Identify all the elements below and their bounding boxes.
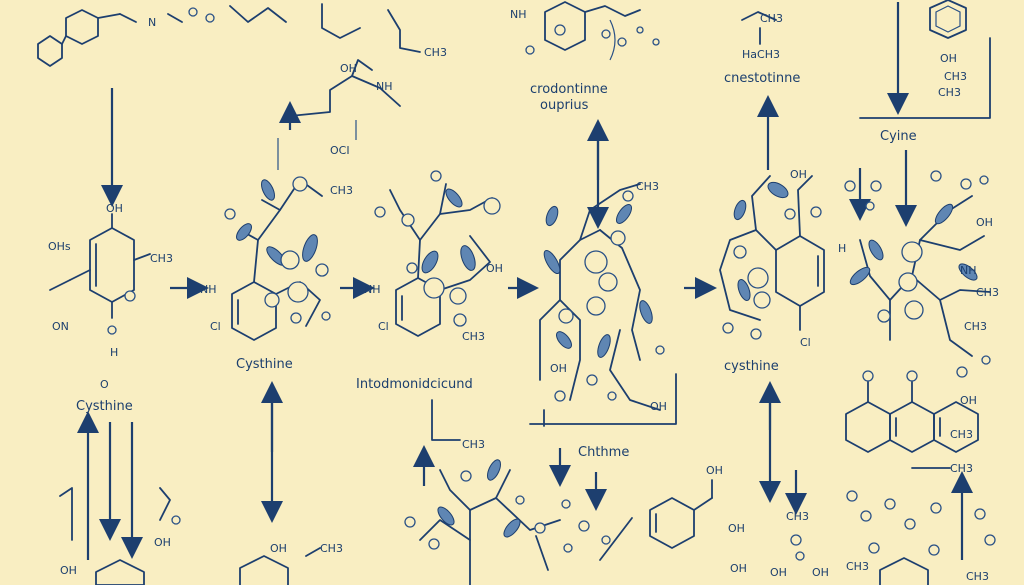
molecule-right-column: OH NH CH3 CH3	[844, 170, 999, 378]
molecule-top-right: CH3 HaCH3	[741, 0, 967, 61]
atom-label: OH	[486, 262, 503, 275]
atom-label: CH3	[330, 184, 353, 197]
atom-label: NH	[510, 8, 527, 21]
atom-label: OH	[812, 566, 829, 579]
molecule-bottom-left: OH OH	[60, 515, 181, 585]
atom-label: CH3	[150, 252, 173, 265]
atom-label: OH	[770, 566, 787, 579]
compound-name-cysthine-right: cysthine	[724, 359, 779, 374]
atom-label: OHs	[48, 240, 71, 253]
atom-label: OH	[940, 52, 957, 65]
molecule-intermediate: OH CH3 Cl	[374, 170, 503, 343]
atom-label: CH3	[846, 560, 869, 573]
atom-label: OH	[550, 362, 567, 375]
atom-label: OH	[154, 536, 171, 549]
atom-label: CH3	[944, 70, 967, 83]
atom-label: Cl	[800, 336, 811, 349]
atom-label: CH3	[938, 86, 961, 99]
atom-label: CH3	[786, 510, 809, 523]
molecule-cystine-right: OH H Cl	[719, 168, 846, 349]
atom-label: HaCH3	[742, 48, 780, 61]
atom-label: OCI	[330, 144, 350, 157]
molecule-bottom-second: OH CH3	[239, 542, 343, 585]
compound-name-intermediate: Intodmonidcicund	[356, 377, 473, 392]
atom-label: NH	[376, 80, 393, 93]
atom-label: NH	[364, 283, 381, 296]
atom-label: Cl	[378, 320, 389, 333]
atom-label: OH	[976, 216, 993, 229]
molecule-cystine-left: CH3 Cl	[210, 176, 353, 341]
atom-label: NH	[960, 264, 977, 277]
atom-label: CH3	[424, 46, 447, 59]
molecule-top-left: N CH3	[37, 3, 447, 67]
atom-label: Cl	[210, 320, 221, 333]
molecule-bottom-benzene: OH OH OH OH OH	[649, 464, 829, 579]
molecule-bottom-right: OH CH3 CH3 CH3 CH3	[845, 370, 996, 585]
compound-name-cnestotinne: cnestotinne	[724, 71, 800, 86]
atom-label: OH	[60, 564, 77, 577]
atom-label: OH	[728, 522, 745, 535]
atom-label: N	[148, 16, 156, 29]
atom-label: OH	[706, 464, 723, 477]
molecule-top-center: NH	[510, 1, 660, 61]
atom-label: OH	[790, 168, 807, 181]
atom-label: CH3	[636, 180, 659, 193]
atom-label: NH	[200, 283, 217, 296]
atom-label: CH3	[964, 320, 987, 333]
molecule-bottom-third	[404, 459, 633, 585]
atom-label: OH	[650, 400, 667, 413]
compound-name-cystine-left: Cysthine	[236, 357, 293, 372]
atom-label: OH	[960, 394, 977, 407]
compound-name-chthme: Chthme	[578, 445, 629, 460]
atom-label: O	[100, 378, 109, 391]
atom-label: CH3	[462, 438, 485, 451]
atom-label: OH	[340, 62, 357, 75]
molecule-left-middle: OH CH3 OHs ON H O	[48, 202, 173, 391]
atom-label: H	[838, 242, 846, 255]
molecule-fourth: CH3 OH OH	[539, 180, 667, 413]
atom-label: CH3	[320, 542, 343, 555]
compound-name-cystine-small: Cysthine	[76, 399, 133, 414]
compound-name-cyine: Cyine	[880, 129, 917, 144]
atom-label: OH	[106, 202, 123, 215]
compound-name-ouprius: ouprius	[540, 98, 589, 113]
atom-label: H	[110, 346, 118, 359]
atom-label: OH	[270, 542, 287, 555]
atom-label: CH3	[966, 570, 989, 583]
atom-label: CH3	[950, 462, 973, 475]
compound-name-crodontinne: crodontinne	[530, 82, 608, 97]
atom-label: CH3	[462, 330, 485, 343]
atom-label: OH	[730, 562, 747, 575]
atom-label: CH3	[976, 286, 999, 299]
atom-label: CH3	[950, 428, 973, 441]
atom-label: ON	[52, 320, 69, 333]
atom-label: CH3	[760, 12, 783, 25]
